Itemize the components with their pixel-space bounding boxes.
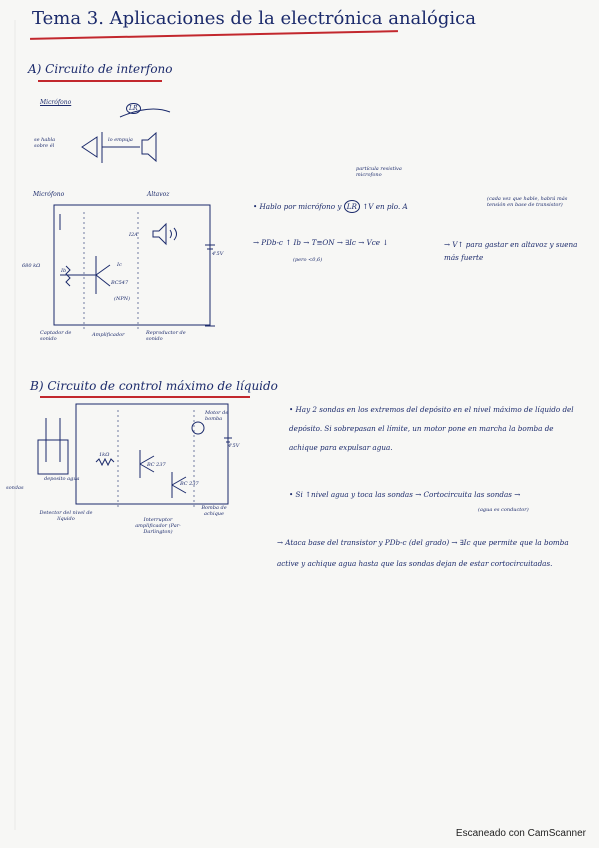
speaker-icon [141,131,157,163]
note-a2-tail: → V↑ para gastar en altavoz y suena más … [444,240,578,262]
captador-label: Captador de sonido [40,330,72,342]
deposito-label: deposito agua [44,476,80,482]
bomba-label: Bomba de achique [201,505,227,517]
empuja-label: lo empuja [108,137,133,143]
page-title: Tema 3. Aplicaciones de la electrónica a… [32,8,476,29]
note-b2: • Si ↑nivel agua y toca las sondas → Cor… [289,490,521,499]
ldr-symbol: LR [126,103,141,114]
circuit-a-frame [53,204,211,326]
resistor-label: 680 kΩ [22,263,41,269]
detector-label: Detector del nivel de líquido [39,510,93,522]
note-a2-aside: (pero <0,6) [293,257,323,263]
note-a1-aside: (cada vez que hable, habrá más tensión e… [487,196,568,208]
section-b-heading: B) Circuito de control máximo de líquido [30,379,278,393]
transistor-b1-label: BC 237 [147,462,166,468]
note-a1-text: Hablo por micrófono y [259,202,342,211]
note-b1: • Hay 2 sondas en los extremos del depós… [289,405,574,452]
npn-label: (NPN) [114,296,131,302]
section-a-underline [38,80,162,82]
amplificador-label: Amplificador [92,332,125,338]
section-b-underline [40,396,250,398]
motor-icon [191,421,205,435]
deposito-icon [37,439,69,475]
particula-label: partícula resistiva microfono [356,166,402,178]
note-a1: • Hablo por micrófono y LR ↑V en plo. A [253,200,408,213]
altavoz-label: Altavoz [147,191,170,198]
note-b2-text: Si ↑nivel agua y toca las sondas → Corto… [295,490,521,499]
note-b2-aside: (agua es conductor) [478,507,529,513]
microfono-label: Micrófono [40,99,72,106]
note-a2: → PDb-c ↑ Ib → T≡ON → ∃Ic → Vce ↓ [253,238,389,247]
ib-label: Ib [61,268,67,274]
footer-watermark: Escaneado con CamScanner [455,828,586,839]
ldr-symbol-2: LR [343,200,360,213]
section-a-heading: A) Circuito de interfono [28,62,173,76]
circuit-b-frame [75,403,229,505]
note-b1-text: Hay 2 sondas en los extremos del depósit… [289,405,574,452]
microfono2-label: Micrófono [33,191,65,198]
motor-label: Motor de bomba [205,410,229,422]
i2a-label: I2A [129,232,138,238]
voltage-b-label: 4'5V [228,443,240,449]
resistor-b-label: 1kΩ [99,452,110,458]
habla-label: se habla sobre él [34,137,56,149]
transistor-b2-label: BC 237 [180,481,199,487]
ic-label: Ic [117,262,122,268]
note-a1-tail: ↑V en plo. A [362,202,408,211]
transistor-label: BC547 [111,280,129,286]
note-b3: → Ataca base del transistor y PDb-c (del… [277,538,569,568]
altavoz-icon [152,222,167,246]
mic-diaphragm-icon [81,136,98,158]
voltage-a-label: 4'5V [212,251,224,257]
interruptor-label: Interruptor amplificador (Par-Darlington… [135,517,181,535]
reproductor-label: Reproductor de sonido [146,330,186,342]
